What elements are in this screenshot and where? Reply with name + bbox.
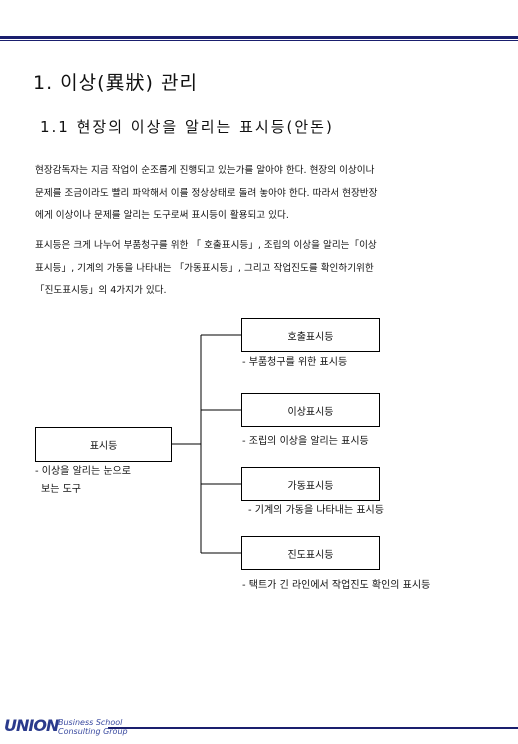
diagram-box-label: 호출표시등 bbox=[287, 331, 334, 343]
header-rule-thin bbox=[0, 40, 518, 41]
diagram-note-call-lamp: - 부품청구를 위한 표시등 bbox=[242, 357, 348, 368]
section-heading: 1. 이상(異狀) 관리 bbox=[33, 72, 198, 94]
paragraph-intro: 현장감독자는 지금 작업이 순조롭게 진행되고 있는가를 알아야 한다. 현장의… bbox=[35, 160, 485, 228]
paragraph-line: 표시등」, 기계의 가동을 나타내는 「가동표시등」, 그리고 작업진도를 확인… bbox=[35, 262, 374, 274]
logo-text: UNION bbox=[4, 716, 59, 735]
footer-rule bbox=[108, 727, 518, 729]
diagram-box-label: 이상표시등 bbox=[287, 406, 334, 418]
diagram-root-box: 표시등 bbox=[35, 427, 172, 462]
diagram-note-operation-lamp: - 기계의 가동을 나타내는 표시등 bbox=[248, 505, 384, 516]
diagram-root-note: - 이상을 알리는 눈으로 보는 도구 bbox=[35, 463, 131, 499]
diagram-box-operation-lamp: 가동표시등 bbox=[241, 467, 380, 501]
diagram-root-label: 표시등 bbox=[89, 441, 118, 452]
paragraph-line: 「진도표시등」의 4가지가 있다. bbox=[35, 285, 167, 296]
logo-subtitle-1: Business School bbox=[58, 718, 123, 727]
paragraph-line: 현장감독자는 지금 작업이 순조롭게 진행되고 있는가를 알아야 한다. 현장의… bbox=[35, 165, 375, 176]
header-rule bbox=[0, 36, 518, 39]
diagram-box-progress-lamp: 진도표시등 bbox=[241, 536, 380, 570]
note-line: - 이상을 알리는 눈으로 bbox=[35, 466, 131, 477]
diagram-box-call-lamp: 호출표시등 bbox=[241, 318, 380, 352]
diagram-box-abnormal-lamp: 이상표시등 bbox=[241, 393, 380, 427]
subsection-heading: 1.1 현장의 이상을 알리는 표시등(안돈) bbox=[40, 118, 334, 136]
paragraph-line: 문제를 조금이라도 빨리 파악해서 이를 정상상태로 돌려 놓아야 한다. 따라… bbox=[35, 187, 378, 199]
logo-subtitle-2: Consulting Group bbox=[58, 727, 128, 736]
paragraph-line: 표시등은 크게 나누어 부품청구를 위한 「 호출표시등」, 조립의 이상을 알… bbox=[35, 240, 377, 251]
diagram-box-label: 진도표시등 bbox=[287, 549, 334, 561]
diagram-box-label: 가동표시등 bbox=[287, 480, 334, 492]
note-line: 보는 도구 bbox=[41, 484, 81, 495]
paragraph-line: 에게 이상이나 문제를 알리는 도구로써 표시등이 활용되고 있다. bbox=[35, 210, 289, 221]
paragraph-types: 표시등은 크게 나누어 부품청구를 위한 「 호출표시등」, 조립의 이상을 알… bbox=[35, 235, 485, 303]
diagram-note-progress-lamp: - 택트가 긴 라인에서 작업진도 확인의 표시등 bbox=[242, 580, 431, 591]
diagram-note-abnormal-lamp: - 조립의 이상을 알리는 표시등 bbox=[242, 436, 369, 447]
